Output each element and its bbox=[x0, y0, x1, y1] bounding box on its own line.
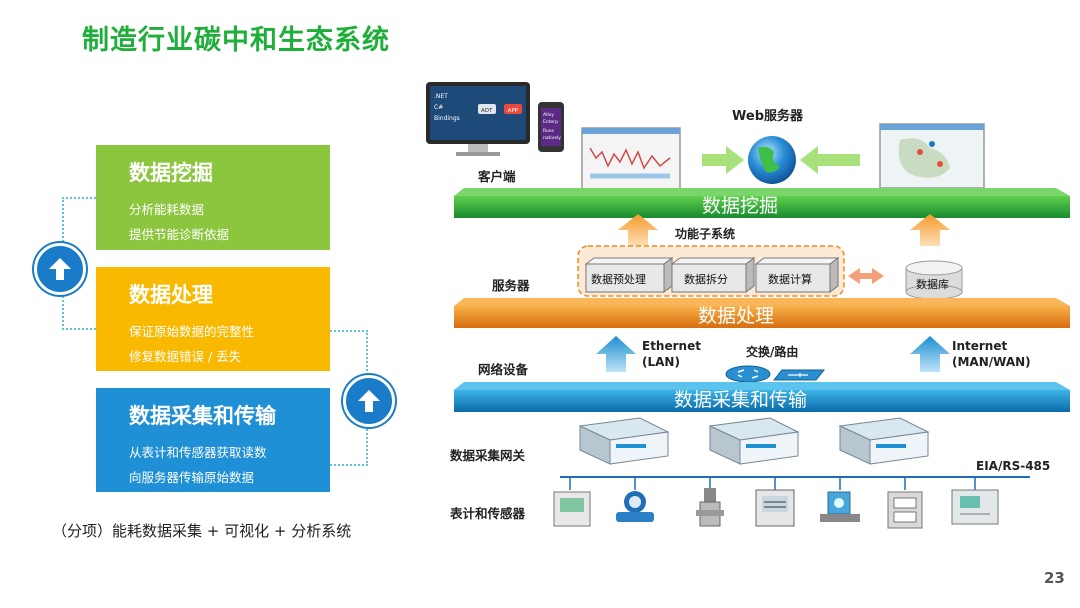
arrow-left-icon bbox=[800, 146, 860, 174]
layer-title: 数据处理 bbox=[129, 283, 213, 307]
layer-title: 数据采集和传输 bbox=[129, 404, 276, 428]
subsystem-label: 功能子系统 bbox=[675, 226, 735, 241]
arrow-right-icon bbox=[702, 146, 744, 174]
power-meter-icon bbox=[553, 491, 591, 527]
page-number: 23 bbox=[1044, 569, 1065, 587]
layer-line: 向服务器传输原始数据 bbox=[129, 470, 255, 485]
layer-card-mining: 数据挖掘 分析能耗数据 提供节能诊断依据 bbox=[96, 145, 330, 250]
database-label: 数据库 bbox=[916, 277, 949, 291]
layer-card-processing: 数据处理 保证原始数据的完整性 修复数据错误 / 丢失 bbox=[96, 267, 330, 371]
platform-label-processing: 数据处理 bbox=[698, 305, 774, 327]
router-icon bbox=[725, 365, 771, 383]
row-label-network: 网络设备 bbox=[478, 362, 529, 377]
database-icon: 数据库 bbox=[905, 260, 963, 300]
water-meter-icon bbox=[616, 491, 654, 522]
layer-line: 修复数据错误 / 丢失 bbox=[129, 349, 242, 364]
phone-text: Enterp bbox=[543, 119, 558, 125]
flow-meter-icon bbox=[696, 488, 724, 527]
module-label: 数据拆分 bbox=[684, 272, 728, 286]
switch-icon bbox=[772, 369, 826, 381]
up-arrow-icon bbox=[596, 336, 636, 372]
bus-label: EIA/RS-485 bbox=[976, 459, 1050, 473]
desktop-monitor-icon: .NET C# Bindings ADT .APP bbox=[426, 82, 530, 156]
smartphone-icon: Alloy Enterp Runs natively bbox=[538, 102, 564, 152]
phone-text: Runs bbox=[543, 128, 555, 134]
module-box: 数据预处理 bbox=[584, 257, 674, 293]
controller-meter-icon bbox=[951, 489, 999, 525]
up-arrow-icon bbox=[34, 243, 86, 295]
layer-line: 保证原始数据的完整性 bbox=[129, 324, 255, 339]
module-box: 数据拆分 bbox=[670, 257, 756, 293]
up-arrow-icon bbox=[910, 214, 950, 246]
module-label: 数据预处理 bbox=[591, 272, 646, 286]
row-label-meters: 表计和传感器 bbox=[449, 506, 526, 521]
phone-text: natively bbox=[543, 135, 561, 141]
footnote: （分项）能耗数据采集 + 可视化 + 分析系统 bbox=[52, 522, 352, 540]
double-arrow-icon bbox=[848, 268, 884, 284]
gateway-device-icon bbox=[838, 417, 930, 465]
gateway-device-icon bbox=[578, 417, 670, 465]
module-label: 数据计算 bbox=[768, 272, 812, 286]
internet-label: Internet bbox=[952, 339, 1007, 353]
platform-green bbox=[454, 188, 1070, 218]
layer-title: 数据挖掘 bbox=[129, 161, 213, 185]
ethernet-label: (LAN) bbox=[642, 355, 680, 369]
platform-blue bbox=[454, 382, 1070, 412]
layer-line: 分析能耗数据 bbox=[129, 202, 205, 217]
web-server-label: Web服务器 bbox=[732, 108, 804, 124]
map-screen-icon bbox=[879, 123, 985, 189]
platform-orange bbox=[454, 298, 1070, 328]
row-label-gateway: 数据采集网关 bbox=[449, 448, 526, 463]
phone-text: Alloy bbox=[543, 112, 554, 118]
chart-screen-icon bbox=[581, 127, 681, 191]
layer-card-collection: 数据采集和传输 从表计和传感器获取读数 向服务器传输原始数据 bbox=[96, 388, 330, 492]
module-box: 数据计算 bbox=[754, 257, 840, 293]
row-label-server: 服务器 bbox=[492, 278, 530, 293]
monitor-text: Bindings bbox=[434, 115, 460, 122]
monitor-adt: ADT bbox=[481, 108, 493, 114]
layer-line: 从表计和传感器获取读数 bbox=[129, 445, 267, 460]
page-title: 制造行业碳中和生态系统 bbox=[82, 25, 390, 56]
platform-label-collection: 数据采集和传输 bbox=[674, 389, 807, 411]
display-meter-icon bbox=[755, 489, 795, 527]
monitor-app: .APP bbox=[506, 108, 519, 114]
up-arrow-icon bbox=[618, 214, 658, 246]
gas-meter-icon bbox=[887, 491, 923, 529]
up-arrow-icon bbox=[343, 375, 395, 427]
monitor-text: .NET bbox=[434, 93, 448, 100]
switch-router-label: 交换/路由 bbox=[746, 344, 798, 359]
architecture-diagram: .NET C# Bindings ADT .APP Alloy Enterp R… bbox=[426, 82, 1070, 529]
gateway-device-icon bbox=[708, 417, 800, 465]
row-label-client: 客户端 bbox=[477, 169, 516, 184]
monitor-text: C# bbox=[434, 104, 443, 111]
ultrasonic-meter-icon bbox=[820, 491, 860, 522]
platform-label-mining: 数据挖掘 bbox=[702, 195, 778, 217]
up-arrow-icon bbox=[910, 336, 950, 372]
internet-label: (MAN/WAN) bbox=[952, 355, 1031, 369]
globe-icon bbox=[748, 136, 796, 184]
ethernet-label: Ethernet bbox=[642, 339, 701, 353]
layer-line: 提供节能诊断依据 bbox=[129, 227, 230, 242]
